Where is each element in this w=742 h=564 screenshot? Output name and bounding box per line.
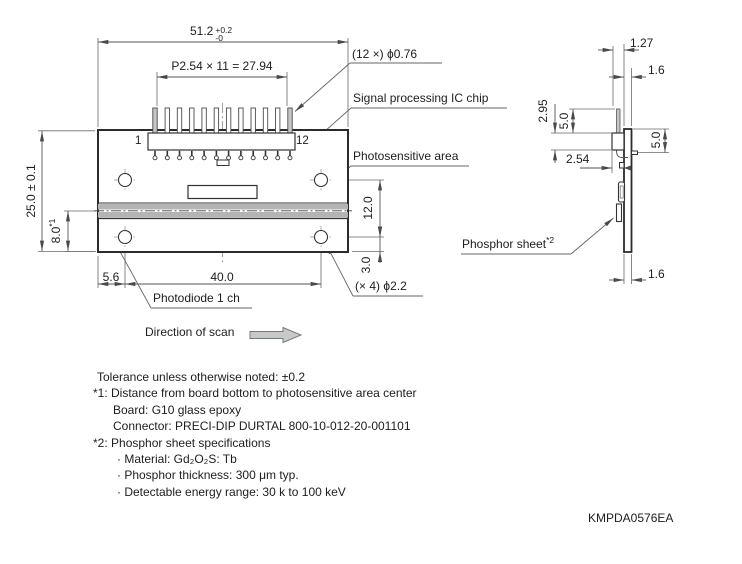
side-board xyxy=(623,128,633,253)
dim-connector-height: 2.95 xyxy=(536,99,550,123)
side-pin xyxy=(616,108,621,134)
dim-hole-span-y: 12.0 xyxy=(361,196,375,220)
front-view xyxy=(38,38,507,344)
dim-overall-width: 51.2+0.2-0 xyxy=(190,24,233,43)
label-scan-direction: Direction of scan xyxy=(145,325,235,339)
dim-hole-offset-y: 3.0 xyxy=(359,256,373,274)
note-energy-range: · Detectable energy range: 30 k to 100 k… xyxy=(117,484,346,499)
note-board: Board: G10 glass epoxy xyxy=(113,402,242,417)
dim-pin-height: 5.0 xyxy=(557,112,571,130)
scan-direction-arrow xyxy=(249,326,303,344)
dim-board-thickness-bottom: 1.6 xyxy=(648,267,665,281)
photosensitive-strip xyxy=(94,202,352,220)
note-star1: *1: Distance from board bottom to photos… xyxy=(93,386,417,401)
pin-1 xyxy=(152,107,158,134)
dim-hole-offset-x: 5.6 xyxy=(102,270,120,284)
side-small-component xyxy=(619,162,625,169)
label-ic-chip: Signal processing IC chip xyxy=(353,91,489,105)
pin-number-12: 12 xyxy=(296,135,309,147)
ic-chip xyxy=(187,184,258,200)
dim-overall-height: 25.0 ± 0.1 xyxy=(24,164,38,218)
dim-tab-offset: 5.0 xyxy=(649,131,663,149)
side-dimension-lines xyxy=(552,47,668,283)
tolerance-minus: -0 xyxy=(215,33,223,43)
note-tolerance: Tolerance unless otherwise noted: ±0.2 xyxy=(97,370,306,384)
pin-12 xyxy=(287,107,293,134)
dim-hole-span-x: 40.0 xyxy=(210,270,234,284)
label-photodiode: Photodiode 1 ch xyxy=(153,291,240,305)
pin-bend xyxy=(616,149,628,158)
connector-strip xyxy=(147,132,296,151)
dim-ps-height: 8.0*1 xyxy=(47,218,63,244)
note-connector: Connector: PRECI-DIP DURTAL 800-10-012-2… xyxy=(113,419,411,434)
dim-board-thickness-top: 1.6 xyxy=(648,63,665,77)
label-photosensitive-area: Photosensitive area xyxy=(353,149,459,163)
pin-number-1: 1 xyxy=(135,135,142,147)
note-material: · Material: Gd₂O₂S: Tb xyxy=(117,452,237,467)
note-star2: *2: Phosphor sheet specifications xyxy=(93,435,271,450)
label-pins: (12 ×) ϕ0.76 xyxy=(352,47,418,61)
dim-connector-depth: 2.54 xyxy=(566,152,590,166)
side-connector xyxy=(611,132,625,151)
side-view xyxy=(461,44,669,284)
solder-tab xyxy=(631,150,638,155)
phosphor-sheet xyxy=(615,203,623,223)
notes-block: Tolerance unless otherwise noted: ±0.2 *… xyxy=(93,369,417,500)
small-component xyxy=(216,159,230,166)
label-phosphor-sheet: Phosphor sheet*2 xyxy=(462,235,555,251)
dimension-lines xyxy=(39,39,383,287)
phosphor-leader xyxy=(461,217,614,255)
drawing-number: KMPDA0576EA xyxy=(588,511,674,525)
note-thickness: · Phosphor thickness: 300 μm typ. xyxy=(117,468,299,483)
dim-pin-to-board: 1.27 xyxy=(630,36,654,50)
dim-pin-pitch: P2.54 × 11 = 27.94 xyxy=(171,59,273,73)
tolerance-plus: +0.2 xyxy=(215,25,233,35)
label-holes: (× 4) ϕ2.2 xyxy=(355,279,407,293)
